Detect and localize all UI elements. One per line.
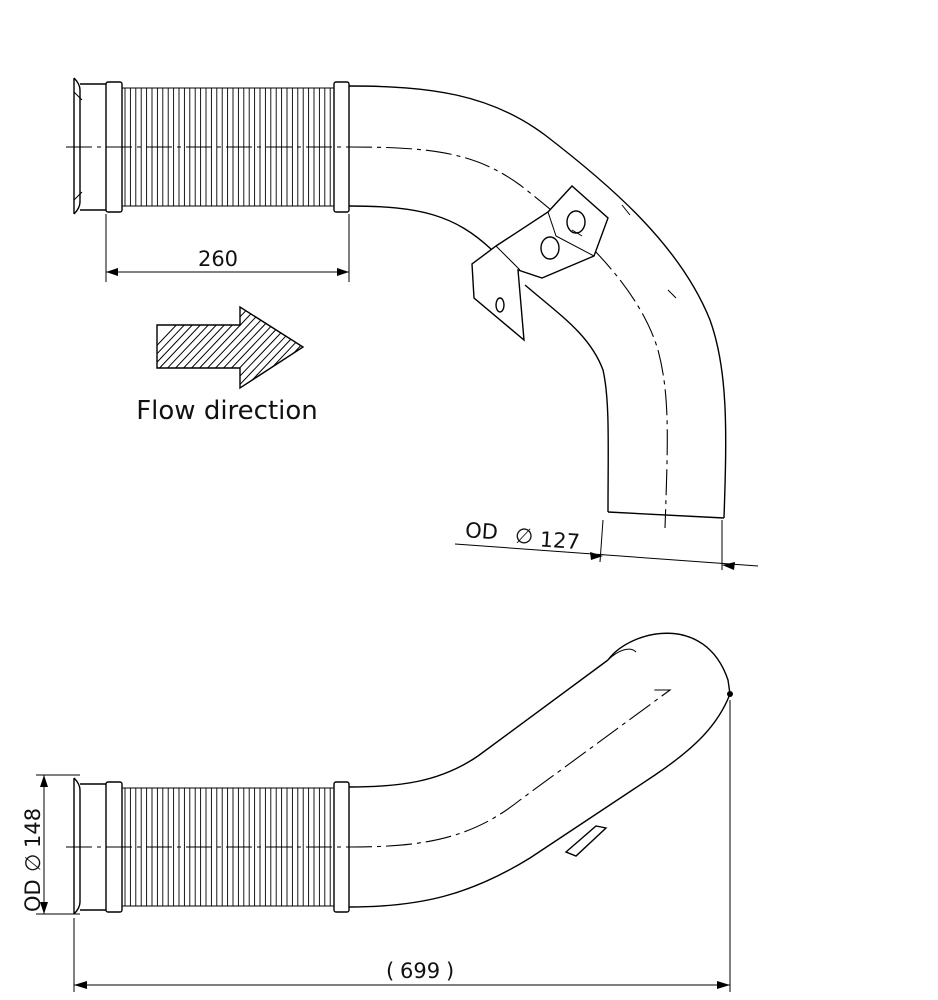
arrow-hatch-line bbox=[293, 307, 303, 388]
inlet-od-diameter-symbol: ∅ bbox=[21, 854, 45, 872]
arrow-hatch-line bbox=[301, 307, 303, 388]
top-centerline bbox=[66, 146, 668, 529]
bellows-length-label: 260 bbox=[198, 247, 238, 271]
inlet-od-prefix: OD bbox=[21, 879, 45, 912]
overall-length-value: 699 bbox=[400, 959, 440, 983]
outlet-od-diameter-symbol: ∅ bbox=[514, 524, 534, 549]
hatched-arrow-icon bbox=[156, 300, 432, 395]
outlet-od-prefix: OD bbox=[464, 518, 498, 544]
bottom-pipe bbox=[348, 632, 733, 908]
dimension-od-127: OD ∅ 127 bbox=[454, 518, 759, 570]
bottom-inlet-flange bbox=[73, 777, 106, 915]
overall-length-close-paren: ) bbox=[446, 959, 454, 983]
top-inlet-flange bbox=[73, 77, 106, 215]
dimension-260: 260 bbox=[105, 214, 350, 282]
arrow-hatch-line bbox=[318, 300, 408, 395]
arrow-hatch-line bbox=[326, 300, 416, 395]
dimension-699: ( 699 ) bbox=[73, 700, 731, 992]
arrow-hatch-line bbox=[229, 307, 303, 388]
flow-direction-label: Flow direction bbox=[136, 396, 318, 426]
bottom-view: OD ∅ 148 ( 699 ) bbox=[21, 632, 733, 992]
arrow-hatch-line bbox=[342, 300, 432, 395]
arrow-hatch-line bbox=[334, 300, 424, 395]
center-point bbox=[727, 691, 733, 697]
top-view: 260 OD ∅ 127 bbox=[66, 77, 759, 570]
top-mounting-bracket bbox=[471, 185, 609, 342]
bottom-centerline bbox=[66, 689, 672, 848]
flow-indicator: Flow direction bbox=[136, 300, 432, 426]
outlet-od-value: 127 bbox=[539, 527, 581, 554]
inlet-od-value: 148 bbox=[21, 808, 45, 848]
overall-length-open-paren: ( bbox=[386, 959, 394, 983]
dimension-od-148: OD ∅ 148 bbox=[21, 774, 80, 915]
top-pipe-bend bbox=[348, 85, 727, 519]
arrow-hatch-line bbox=[310, 300, 400, 395]
